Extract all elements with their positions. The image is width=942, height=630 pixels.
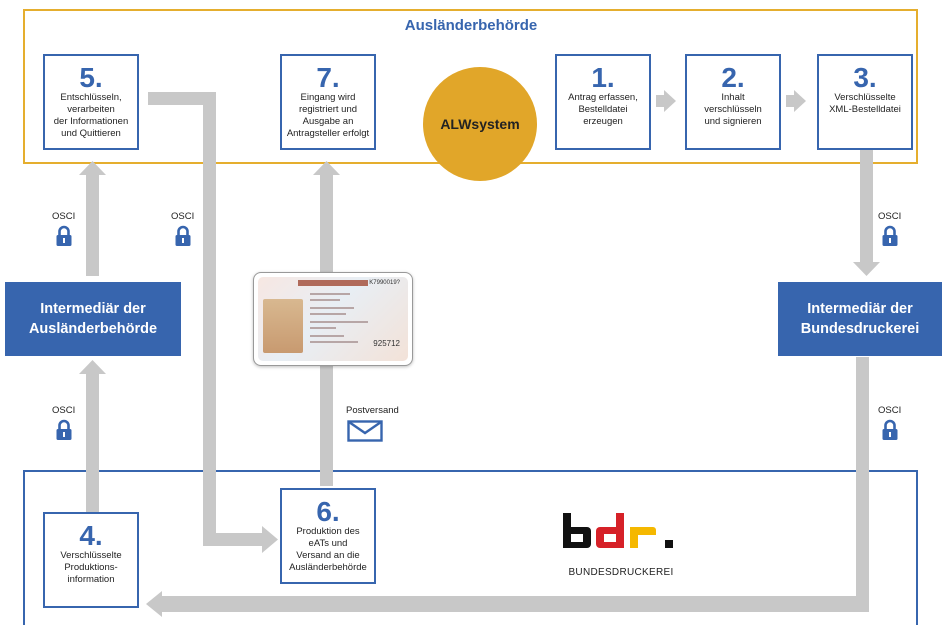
step-1-number: 1.	[591, 62, 615, 93]
step-6-text: Produktion des eATs und Versand an die A…	[289, 526, 367, 573]
arrow-3-to-intermediary	[853, 150, 880, 276]
lock-icon	[56, 419, 72, 440]
id-card-text-line	[310, 321, 368, 323]
lock-icon	[56, 225, 72, 246]
step-5-box: 5. Entschlüsseln, verarbeiten der Inform…	[43, 54, 139, 150]
intermediary-bundesdruckerei: Intermediär der Bundesdruckerei	[778, 282, 942, 356]
bundesdruckerei-frame	[23, 470, 918, 625]
step-6-box: 6. Produktion des eATs und Versand an di…	[280, 488, 376, 584]
id-card-text-line	[310, 327, 336, 329]
step-2-number: 2.	[721, 62, 745, 93]
envelope-icon	[347, 420, 383, 442]
step-1-box: 1. Antrag erfassen, Bestelldatei erzeuge…	[555, 54, 651, 150]
step-3-text: Verschlüsselte XML-Bestelldatei	[829, 92, 901, 115]
step-6-number: 6.	[316, 496, 340, 527]
osci-label: OSCI	[52, 211, 76, 222]
lock-icon	[882, 419, 898, 440]
id-card-image: K7990019? 925712	[253, 272, 413, 366]
logo-dot	[665, 540, 673, 548]
arrow-5-to-6	[148, 92, 278, 553]
logo-letter-r-stem	[630, 527, 638, 548]
postversand-label: Postversand	[346, 405, 399, 416]
id-card-text-line	[310, 313, 346, 315]
arrow-1-to-2	[656, 90, 676, 112]
step-2-text: Inhalt verschlüsseln und signieren	[704, 92, 762, 127]
id-card-serial: K7990019?	[369, 280, 400, 286]
id-card-text-line	[310, 341, 358, 343]
osci-label: OSCI	[878, 211, 902, 222]
id-card-text-line	[310, 299, 340, 301]
logo-letter-b-hole	[571, 534, 583, 542]
id-card-face: K7990019? 925712	[258, 277, 408, 361]
arrow-2-to-3	[786, 90, 806, 112]
step-2-box: 2. Inhalt verschlüsseln und signieren	[685, 54, 781, 150]
arrow-4-to-intermediary	[79, 360, 106, 512]
id-card-number: 925712	[373, 339, 400, 348]
id-card-photo	[263, 299, 303, 353]
step-5-text: Entschlüsseln, verarbeiten der Informati…	[53, 92, 129, 139]
lock-icon	[882, 225, 898, 246]
auslaenderbehoerde-title: Ausländerbehörde	[404, 17, 538, 34]
bundesdruckerei-logo-text: BUNDESDRUCKEREI	[568, 567, 674, 578]
osci-label: OSCI	[52, 405, 76, 416]
step-3-number: 3.	[853, 62, 877, 93]
logo-letter-d-hole	[604, 534, 616, 542]
id-card-text-line	[310, 307, 354, 309]
id-card-header-bar	[298, 280, 368, 286]
logo-letter-r-arm	[630, 527, 656, 535]
step-4-text: Verschlüsselte Produktions- information	[60, 550, 122, 585]
intermediary-auslaenderbehoerde: Intermediär der Ausländerbehörde	[5, 282, 181, 356]
osci-label: OSCI	[878, 405, 902, 416]
alwsystem-label: ALWsystem	[440, 116, 520, 132]
id-card-text-line	[310, 335, 344, 337]
step-5-number: 5.	[79, 62, 103, 93]
arrow-intermediary-to-4	[146, 357, 869, 617]
arrow-intermediary-to-5	[79, 161, 106, 276]
osci-label: OSCI	[171, 211, 195, 222]
alwsystem-circle: ALWsystem	[423, 67, 537, 181]
step-7-text: Eingang wird registriert und Ausgabe an …	[286, 92, 370, 139]
id-card-text-line	[310, 293, 350, 295]
step-7-box: 7. Eingang wird registriert und Ausgabe …	[280, 54, 376, 150]
step-7-number: 7.	[316, 62, 340, 93]
step-4-box: 4. Verschlüsselte Produktions- informati…	[43, 512, 139, 608]
lock-icon	[175, 225, 191, 246]
step-1-text: Antrag erfassen, Bestelldatei erzeugen	[568, 92, 638, 127]
step-3-box: 3. Verschlüsselte XML-Bestelldatei	[817, 54, 913, 150]
logo-letter-d-stem	[616, 513, 624, 548]
step-4-number: 4.	[79, 520, 103, 551]
